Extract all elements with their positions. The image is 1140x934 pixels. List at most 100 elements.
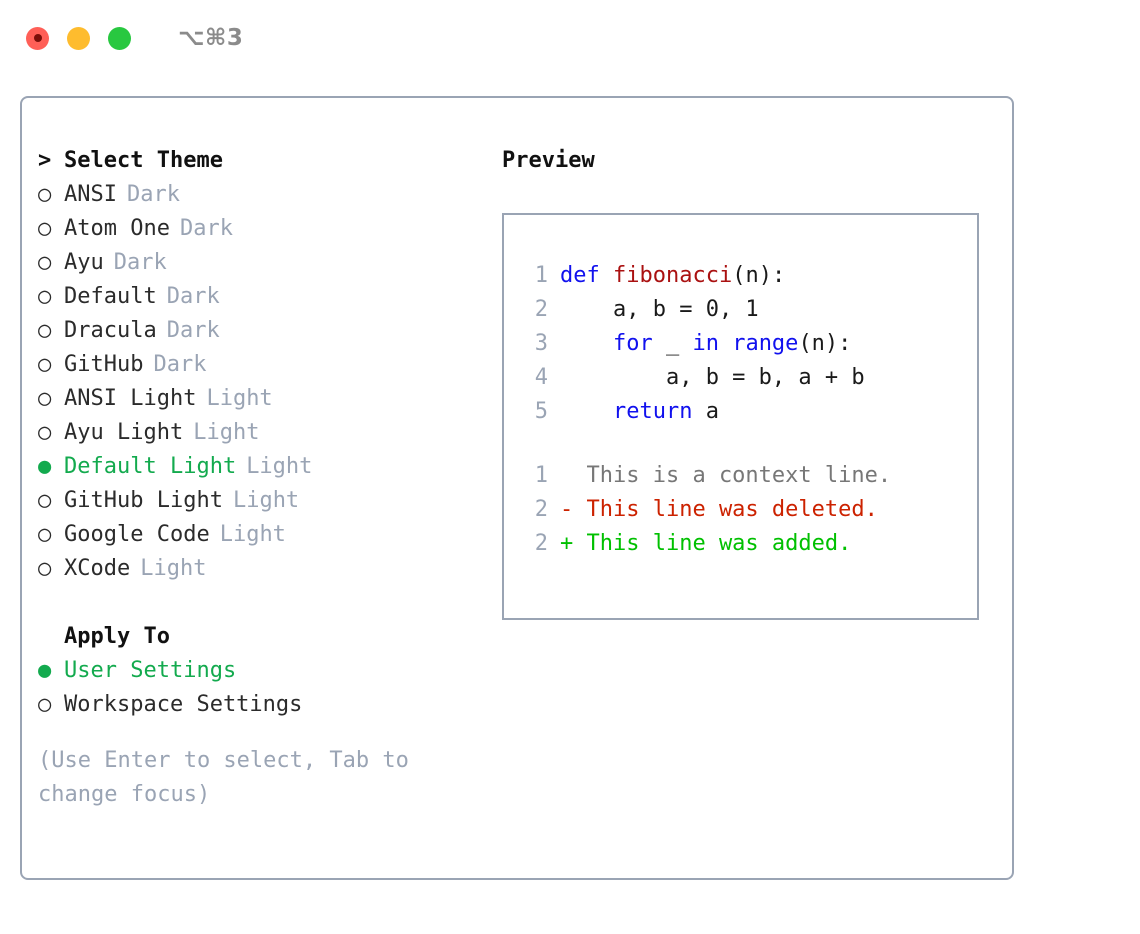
theme-variant-badge: Light (219, 522, 286, 547)
theme-variant-badge: Light (193, 420, 260, 445)
apply-to-list: ● User Settings ○Workspace Settings (38, 654, 498, 722)
apply-to-item[interactable]: ○Workspace Settings (38, 688, 498, 722)
diff-line-number: 2 (534, 497, 548, 522)
title-bar: ⌥⌘3 (0, 0, 1140, 76)
theme-picker-header: > Select Theme (38, 144, 498, 178)
theme-picker-header-label: Select Theme (64, 148, 223, 173)
apply-to-item[interactable]: ● User Settings (38, 654, 498, 688)
radio-unselected-icon[interactable]: ○ (38, 386, 52, 411)
code-token: in range (679, 331, 799, 356)
theme-list-item-label: Atom One (64, 216, 170, 241)
code-line-text: def fibonacci(n): (560, 259, 785, 293)
code-line-text: for _ in range(n): (560, 327, 851, 361)
code-line-text: a, b = 0, 1 (560, 293, 759, 327)
radio-unselected-icon[interactable]: ○ (38, 284, 52, 309)
preview-title: Preview (502, 148, 595, 173)
code-line-number: 4 (534, 365, 548, 390)
theme-list-item[interactable]: ○ ANSI Light Light (38, 382, 498, 416)
code-line: 4 a, b = b, a + b (522, 361, 977, 395)
theme-variant-badge: Dark (179, 216, 233, 241)
diff-line: 2- This line was deleted. (522, 493, 977, 527)
radio-unselected-icon[interactable]: ○ (38, 420, 52, 445)
window-shortcut-label: ⌥⌘3 (178, 25, 244, 51)
theme-list-item-label: Default Light (64, 454, 237, 479)
code-line: 3 for _ in range(n): (522, 327, 977, 361)
theme-list-item[interactable]: ○ XCode Light (38, 552, 498, 586)
theme-list-item[interactable]: ● Default Light Light (38, 450, 498, 484)
radio-unselected-icon[interactable]: ○ (38, 216, 52, 241)
code-token: (n): (798, 331, 852, 356)
theme-list-item-label: ANSI (64, 182, 117, 207)
radio-unselected-icon[interactable]: ○ (38, 488, 52, 513)
theme-list-item[interactable]: ○ Google Code Light (38, 518, 498, 552)
traffic-lights (26, 26, 131, 50)
code-line-number: 3 (534, 331, 548, 356)
code-token: return (560, 399, 706, 424)
theme-list-item-label: GitHub (64, 352, 144, 377)
theme-list-item[interactable]: ○ ANSI Dark (38, 178, 498, 212)
diff-line-number: 1 (534, 463, 548, 488)
cursor-prompt-icon: > (38, 148, 52, 173)
code-line-text: return a (560, 395, 719, 429)
code-token: a, b = 0, 1 (560, 297, 759, 322)
close-button[interactable] (26, 26, 49, 50)
theme-list-item[interactable]: ○ Atom One Dark (38, 212, 498, 246)
code-token: a, b = b, a + b (560, 365, 865, 390)
theme-variant-badge: Light (232, 488, 300, 513)
diff-line-number: 2 (534, 531, 548, 556)
radio-unselected-icon[interactable]: ○ (38, 522, 52, 547)
theme-list-item-label: GitHub Light (64, 488, 223, 513)
radio-unselected-icon[interactable]: ○ (38, 250, 52, 275)
radio-selected-icon[interactable]: ● (38, 454, 52, 479)
radio-unselected-icon[interactable]: ○ (38, 692, 52, 717)
minimize-button[interactable] (67, 26, 90, 50)
code-token: (n): (732, 263, 786, 288)
diff-sample: 1 This is a context line.2- This line wa… (522, 459, 977, 561)
theme-list-item[interactable]: ○ GitHub Dark (38, 348, 498, 382)
theme-list-item-label: XCode (64, 556, 131, 581)
code-line: 1 def fibonacci(n): (522, 259, 977, 293)
maximize-button[interactable] (108, 26, 131, 50)
code-line-number: 5 (534, 399, 548, 424)
radio-unselected-icon[interactable]: ○ (38, 318, 52, 343)
code-token: _ (665, 331, 680, 356)
code-line: 5 return a (522, 395, 977, 429)
diff-line: 2 + This line was added. (522, 527, 977, 561)
radio-unselected-icon[interactable]: ○ (38, 182, 52, 207)
theme-list-item-label: Ayu (64, 250, 104, 275)
theme-variant-badge: Light (206, 386, 273, 411)
theme-variant-badge: Dark (166, 318, 220, 343)
apply-to-item-label: User Settings (64, 658, 237, 683)
theme-list-item-label: Default (64, 284, 157, 309)
apply-to-header-gutter: ○ (38, 620, 64, 654)
diff-line-text: + This line was added. (560, 531, 852, 556)
apply-to-header-label: Apply To (64, 624, 170, 649)
radio-unselected-icon[interactable]: ○ (38, 556, 52, 581)
diff-line: 1 This is a context line. (522, 459, 977, 493)
theme-list-item-label: Google Code (64, 522, 210, 547)
theme-list-item-label: ANSI Light (64, 386, 197, 411)
code-token: for (560, 331, 666, 356)
code-line: 2 a, b = 0, 1 (522, 293, 977, 327)
code-token: fibonacci (612, 263, 733, 288)
theme-variant-badge: Dark (126, 182, 180, 207)
theme-variant-badge: Light (140, 556, 207, 581)
code-line-number: 1 (534, 263, 548, 288)
apply-to-header: ○Apply To (38, 620, 498, 654)
theme-variant-badge: Dark (153, 352, 207, 377)
theme-list-item[interactable]: ○ GitHub Light Light (38, 484, 498, 518)
radio-selected-icon[interactable]: ● (38, 658, 52, 683)
code-line-number: 2 (534, 297, 548, 322)
code-diff-gap (522, 429, 977, 459)
radio-unselected-icon[interactable]: ○ (38, 352, 52, 377)
theme-variant-badge: Light (246, 454, 313, 479)
